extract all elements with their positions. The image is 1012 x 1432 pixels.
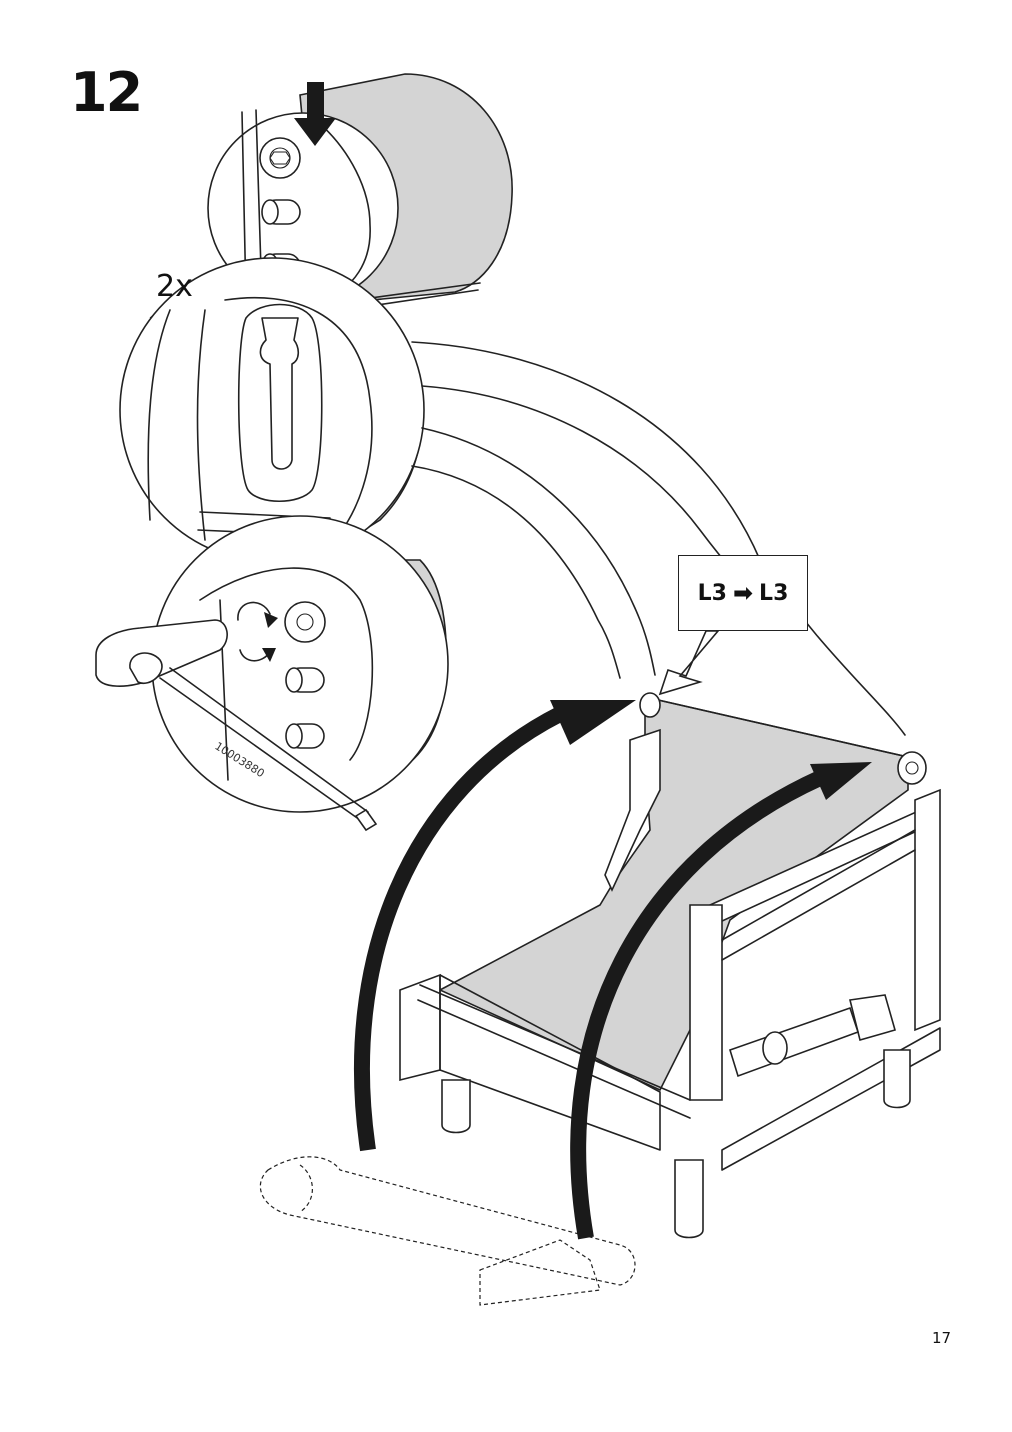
roller-origin-ghost — [259, 1156, 636, 1306]
detail-screw-tightening: 10003880 — [95, 515, 449, 832]
lift-arrow-right-icon — [570, 770, 824, 1240]
reference-from: L3 — [697, 580, 727, 606]
reference-to: L3 — [759, 580, 789, 606]
down-arrow-icon — [294, 82, 336, 146]
step-number: 12 — [70, 61, 143, 124]
part-reference-box: L3 ➡ L3 — [678, 555, 808, 631]
page-number: 17 — [932, 1329, 952, 1347]
right-arrow-icon: ➡ — [732, 579, 754, 607]
quantity-multiplier: 2x — [156, 269, 193, 304]
rotate-clockwise-icon — [237, 601, 271, 621]
screwdriver-handle-icon — [95, 619, 228, 687]
detail-keyhole-slot — [119, 257, 425, 563]
bolt-head-icon — [259, 137, 301, 179]
lift-arrow-left-icon — [354, 706, 564, 1152]
